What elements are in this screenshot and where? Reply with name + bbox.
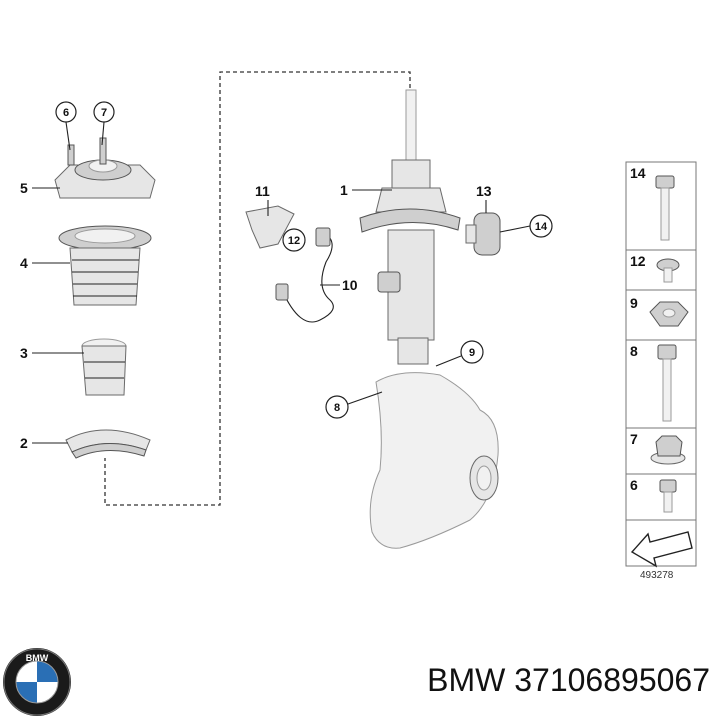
- part-2-spring-pad: [65, 429, 151, 459]
- svg-text:12: 12: [288, 235, 300, 247]
- callout-4: 4: [20, 255, 70, 271]
- part-11-bracket: [245, 205, 295, 249]
- svg-text:6: 6: [630, 477, 638, 493]
- diagram-id: 493278: [640, 570, 674, 581]
- callout-2: 2: [20, 435, 68, 451]
- svg-text:9: 9: [469, 347, 475, 359]
- bmw-logo-text: BMW: [26, 653, 49, 663]
- svg-text:12: 12: [630, 253, 646, 269]
- callout-7: 7: [93, 101, 115, 146]
- callout-10: 10: [320, 277, 358, 293]
- svg-text:6: 6: [63, 107, 69, 119]
- part-5-top-mount: [54, 137, 156, 199]
- svg-text:4: 4: [20, 255, 28, 271]
- svg-text:8: 8: [334, 402, 340, 414]
- page-title: BMW 37106895067: [427, 662, 710, 698]
- part-knuckle: [369, 372, 499, 549]
- svg-text:5: 5: [20, 180, 28, 196]
- part-1-strut: [359, 89, 461, 365]
- svg-text:10: 10: [342, 277, 358, 293]
- svg-text:14: 14: [630, 165, 646, 181]
- callout-11: 11: [255, 183, 270, 216]
- svg-text:9: 9: [630, 295, 638, 311]
- svg-text:2: 2: [20, 435, 28, 451]
- direction-arrow-icon: [630, 531, 693, 568]
- svg-text:7: 7: [630, 431, 638, 447]
- callout-13: 13: [476, 183, 492, 213]
- dashed-connector: [104, 71, 411, 506]
- callout-9: 9: [435, 340, 484, 367]
- svg-text:14: 14: [535, 221, 548, 233]
- part-10-sensor-wire: [275, 227, 334, 323]
- svg-text:7: 7: [101, 107, 107, 119]
- svg-text:3: 3: [20, 345, 28, 361]
- bmw-logo: BMW: [3, 648, 71, 716]
- parts-table: 14 12 9 8 7 6: [625, 161, 697, 568]
- part-3-bump-stop: [81, 338, 127, 396]
- callout-1: 1: [340, 182, 392, 198]
- svg-text:11: 11: [255, 183, 270, 199]
- callout-5: 5: [20, 180, 60, 196]
- callout-3: 3: [20, 345, 84, 361]
- callout-12: 12: [282, 228, 306, 252]
- callout-8: 8: [325, 391, 383, 419]
- svg-text:8: 8: [630, 343, 638, 359]
- svg-text:13: 13: [476, 183, 492, 199]
- callout-6: 6: [55, 101, 77, 151]
- svg-text:1: 1: [340, 182, 348, 198]
- callout-14: 14: [499, 214, 553, 238]
- part-13-damper-bush: [465, 212, 501, 256]
- part-4-dust-boot: [58, 225, 152, 306]
